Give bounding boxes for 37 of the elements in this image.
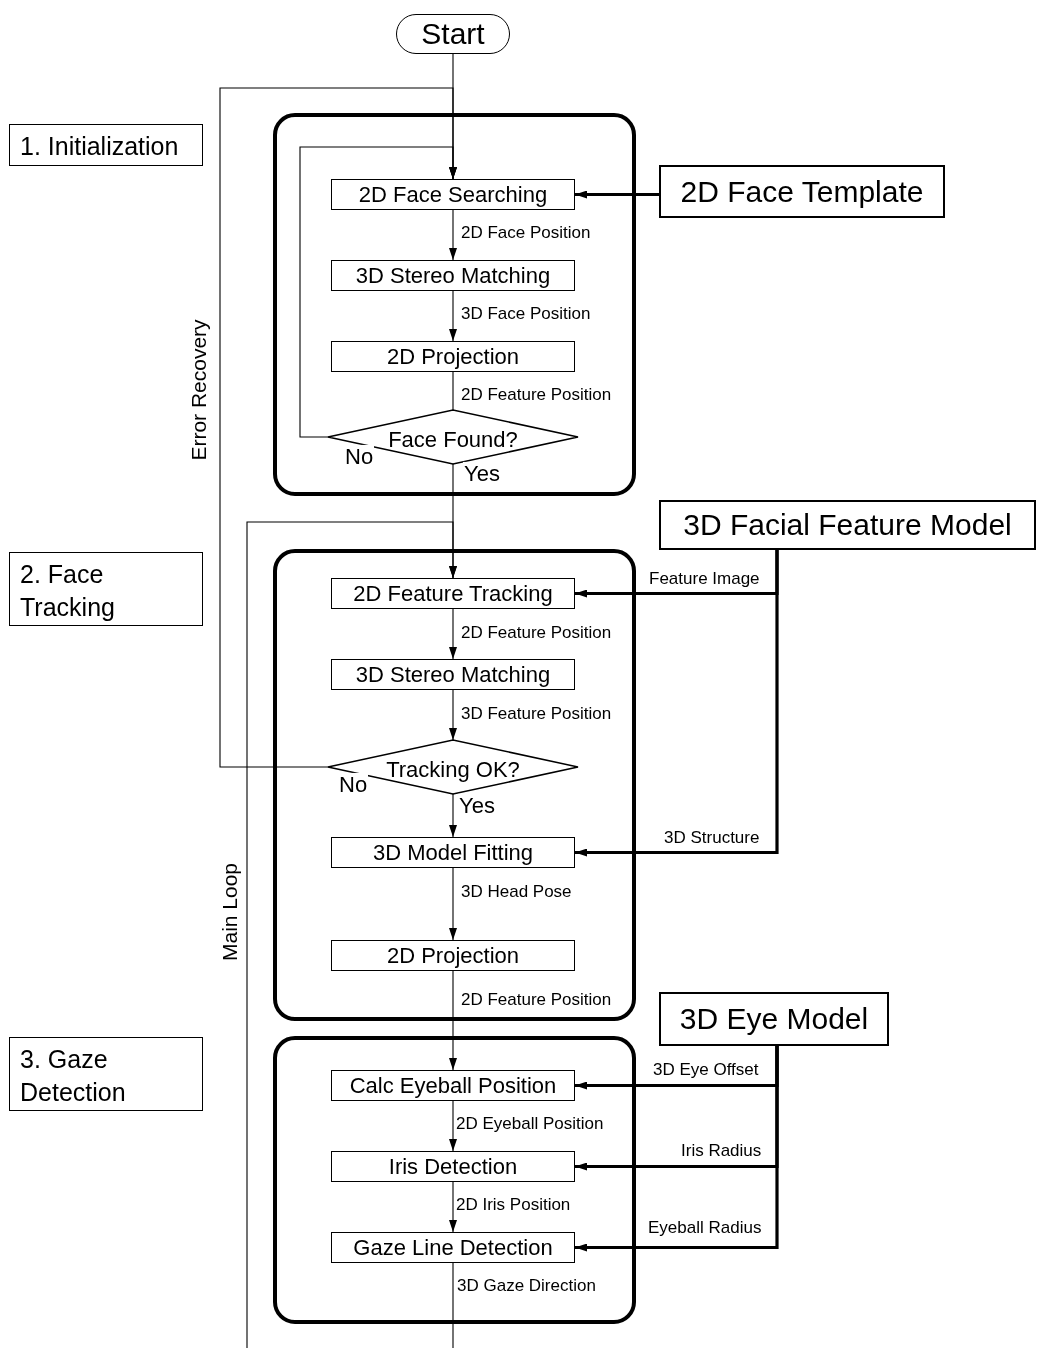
edge-label: Eyeball Radius [647,1218,763,1238]
loop-label: Error Recovery [187,318,211,462]
arrow [449,867,457,941]
model-box: 3D Eye Model [659,992,889,1046]
section-label-box: 3. Gaze Detection [9,1037,203,1111]
arrow [449,970,457,1071]
process-box: 3D Model Fitting [331,837,575,868]
arrow [449,608,457,660]
edge-label: Feature Image [648,569,761,589]
process-box: 2D Feature Tracking [331,578,575,609]
edge-label: 2D Eyeball Position [455,1114,605,1134]
arrow [219,87,457,768]
arrow [575,190,659,199]
process-box: Calc Eyeball Position [331,1070,575,1101]
model-box: 3D Facial Feature Model [659,500,1036,550]
start-terminal: Start [396,14,510,54]
loop-label: Main Loop [218,861,242,963]
section-label-box: 1. Initialization [9,124,203,166]
arrow [575,1046,779,1252]
arrow [449,689,457,741]
process-box: 3D Stereo Matching [331,260,575,291]
model-box: 2D Face Template [659,165,945,218]
process-box: 2D Face Searching [331,179,575,210]
process-box: 2D Projection [331,940,575,971]
process-box: 3D Stereo Matching [331,659,575,690]
section-label-box: 2. Face Tracking [9,552,203,626]
arrow [449,209,457,261]
process-box: 2D Projection [331,341,575,372]
arrow [575,550,779,857]
arrow [449,793,457,838]
process-box: Iris Detection [331,1151,575,1182]
arrow [246,521,457,1348]
edge-label: 3D Eye Offset [652,1060,760,1080]
process-box: Gaze Line Detection [331,1232,575,1263]
arrow [449,290,457,342]
arrow [449,1181,457,1233]
arrow [449,1100,457,1152]
